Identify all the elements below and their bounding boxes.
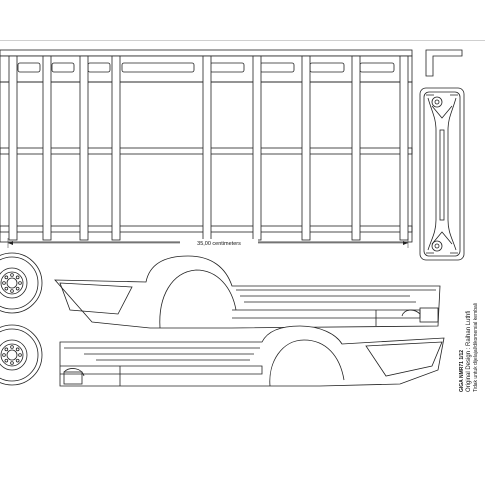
front-face-outline xyxy=(419,87,465,261)
designer-credit: Original Design : Raihan Luthfi xyxy=(466,311,472,392)
wheel-bolt xyxy=(15,347,20,352)
wheel-bolt xyxy=(2,281,6,285)
headlight-left-top xyxy=(431,96,443,108)
wheel-bolt xyxy=(15,275,20,280)
wheel-bolt xyxy=(15,286,20,291)
wheel-bolt xyxy=(18,281,22,285)
top-rail xyxy=(0,49,413,57)
credits-block: GIGA NMR71 1/12 Original Design : Raihan… xyxy=(459,303,479,392)
wheel-bolt xyxy=(4,286,9,291)
window-slot xyxy=(121,62,195,73)
window-slot xyxy=(17,62,41,73)
wheel-bolt xyxy=(4,275,9,280)
dimension-line: 35,00 centimeters xyxy=(7,238,409,248)
headlight-left-bottom xyxy=(431,240,443,252)
vertical-post xyxy=(42,55,52,241)
vertical-post xyxy=(79,55,89,241)
chassis-skirt-lower xyxy=(59,325,445,387)
vertical-posts xyxy=(8,55,409,241)
wheel-bolt xyxy=(10,289,14,293)
page-fold-line xyxy=(0,40,485,41)
usage-notice: Tidak untuk dijelajal/dikomersial kembal… xyxy=(473,303,479,392)
model-name: GIGA NMR71 1/12 xyxy=(459,350,465,392)
wheel-bolt xyxy=(10,361,14,365)
wheel-rear xyxy=(0,324,43,386)
vertical-post xyxy=(301,55,311,241)
wheel-bolt xyxy=(15,358,20,363)
wheel-bolt xyxy=(18,353,22,357)
cab-front-face xyxy=(419,87,465,261)
chassis-skirt-upper xyxy=(54,255,441,329)
wheel-front xyxy=(0,252,43,314)
vertical-post xyxy=(111,55,121,241)
wheel-bolt xyxy=(2,353,6,357)
vertical-post xyxy=(252,55,262,241)
vertical-post xyxy=(351,55,361,241)
window-slot xyxy=(51,62,75,73)
cargo-side-panel: 35,00 centimeters xyxy=(0,40,485,248)
wheel-bolt xyxy=(10,345,14,349)
wheel-bolt xyxy=(4,347,9,352)
wheel-bolt xyxy=(4,358,9,363)
vertical-post xyxy=(399,55,409,241)
corner-bracket-piece xyxy=(425,49,463,77)
vertical-post xyxy=(8,55,18,241)
wheel-bolt xyxy=(10,273,14,277)
dimension-label: 35,00 centimeters xyxy=(197,241,241,247)
vertical-post xyxy=(202,55,212,241)
